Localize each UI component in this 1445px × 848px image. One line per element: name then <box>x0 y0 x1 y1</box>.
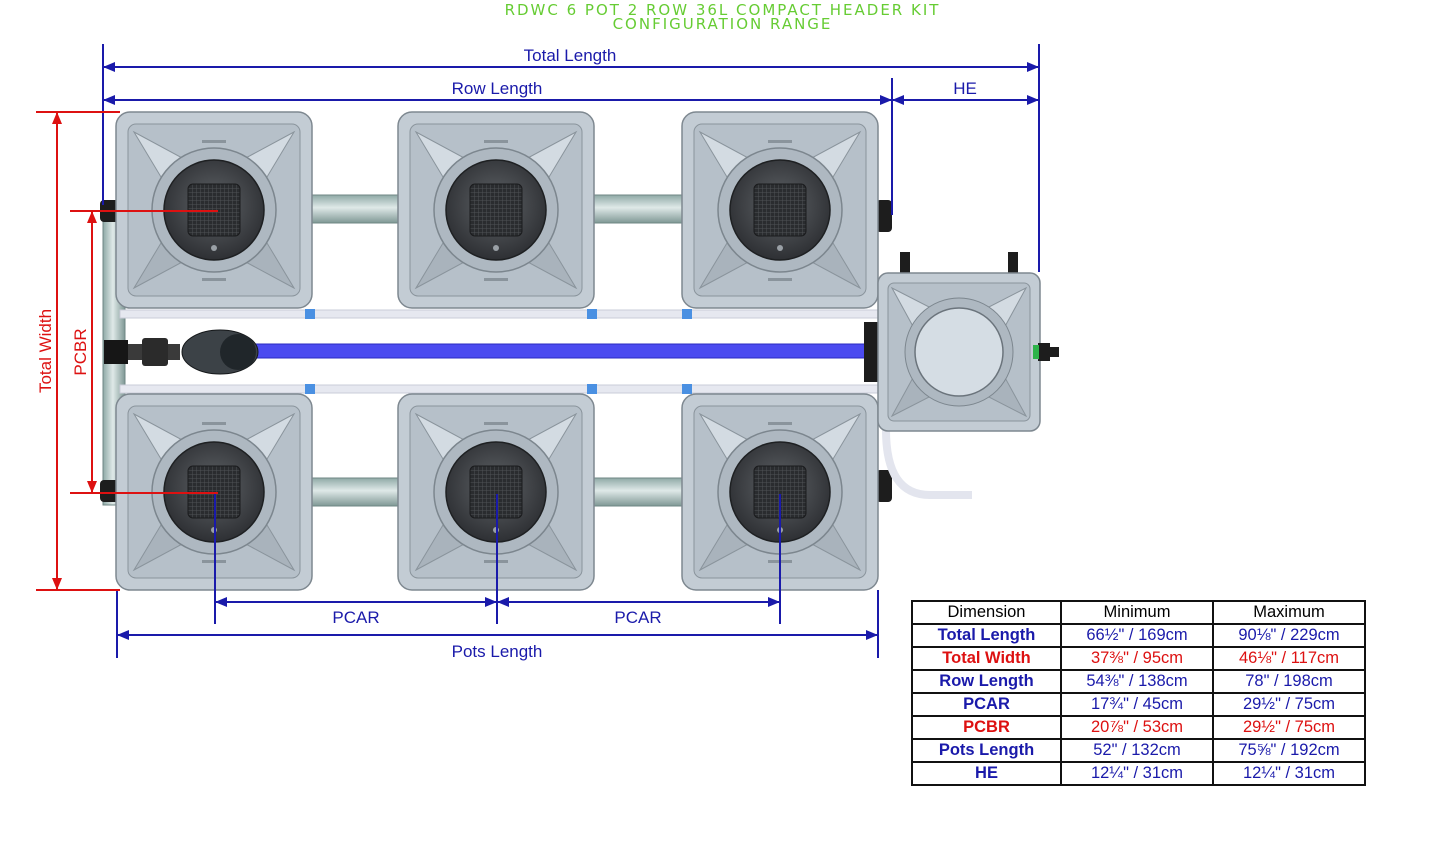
row-name: Row Length <box>911 669 1062 694</box>
row-min: 20⅞" / 53cm <box>1060 715 1214 740</box>
row-max: 12¼" / 31cm <box>1212 761 1366 786</box>
label-pots-length: Pots Length <box>452 642 543 661</box>
row-max: 29½" / 75cm <box>1212 715 1366 740</box>
pipe-top-1 <box>311 194 403 224</box>
label-pcar-left: PCAR <box>332 608 379 627</box>
pipe-bottom-1 <box>311 477 403 507</box>
table-row: Row Length 54⅜" / 138cm 78" / 198cm <box>911 669 1366 694</box>
table-row: PCAR 17¾" / 45cm 29½" / 75cm <box>911 692 1366 717</box>
row-name: Total Length <box>911 623 1062 648</box>
pipe-bottom-2 <box>593 477 685 507</box>
row-min: 12¼" / 31cm <box>1060 761 1214 786</box>
row-max: 75⅝" / 192cm <box>1212 738 1366 763</box>
row-min: 17¾" / 45cm <box>1060 692 1214 717</box>
row-min: 54⅜" / 138cm <box>1060 669 1214 694</box>
right-fitting-bottom <box>876 470 892 502</box>
left-fitting-bottom <box>100 480 120 502</box>
row-min: 37⅜" / 95cm <box>1060 646 1214 671</box>
row-max: 90⅛" / 229cm <box>1212 623 1366 648</box>
table-row: HE 12¼" / 31cm 12¼" / 31cm <box>911 761 1366 786</box>
feed-tube <box>239 343 877 359</box>
label-pcbr: PCBR <box>71 328 90 375</box>
row-max: 78" / 198cm <box>1212 669 1366 694</box>
label-total-length: Total Length <box>524 46 617 65</box>
label-he: HE <box>953 79 977 98</box>
label-total-width: Total Width <box>36 309 55 393</box>
row-name: Total Width <box>911 646 1062 671</box>
header-maximum: Maximum <box>1212 600 1366 625</box>
pipe-top-2 <box>593 194 685 224</box>
dimension-table: Dimension Minimum Maximum Total Length 6… <box>911 600 1366 786</box>
label-row-length: Row Length <box>452 79 543 98</box>
table-header-row: Dimension Minimum Maximum <box>911 600 1366 625</box>
diagram-title: RDWC 6 POT 2 ROW 36L COMPACT HEADER KIT <box>504 1 941 19</box>
row-name: PCAR <box>911 692 1062 717</box>
header-minimum: Minimum <box>1060 600 1214 625</box>
row-name: Pots Length <box>911 738 1062 763</box>
row-name: PCBR <box>911 715 1062 740</box>
return-hose-bottom <box>119 384 881 394</box>
pot-top-3 <box>681 111 879 309</box>
row-name: HE <box>911 761 1062 786</box>
table-row: PCBR 20⅞" / 53cm 29½" / 75cm <box>911 715 1366 740</box>
table-row: Pots Length 52" / 132cm 75⅝" / 192cm <box>911 738 1366 763</box>
table-row: Total Length 66½" / 169cm 90⅛" / 229cm <box>911 623 1366 648</box>
pump-connector <box>104 340 128 364</box>
pot-top-2 <box>397 111 595 309</box>
table-row: Total Width 37⅜" / 95cm 46⅛" / 117cm <box>911 646 1366 671</box>
diagram-subtitle: CONFIGURATION RANGE <box>612 15 833 33</box>
row-max: 29½" / 75cm <box>1212 692 1366 717</box>
header-tank <box>877 252 1059 432</box>
right-fitting-top <box>876 200 892 232</box>
row-min: 52" / 132cm <box>1060 738 1214 763</box>
label-pcar-right: PCAR <box>614 608 661 627</box>
row-max: 46⅛" / 117cm <box>1212 646 1366 671</box>
row-min: 66½" / 169cm <box>1060 623 1214 648</box>
return-hose-top <box>119 309 881 319</box>
header-dimension: Dimension <box>911 600 1062 625</box>
